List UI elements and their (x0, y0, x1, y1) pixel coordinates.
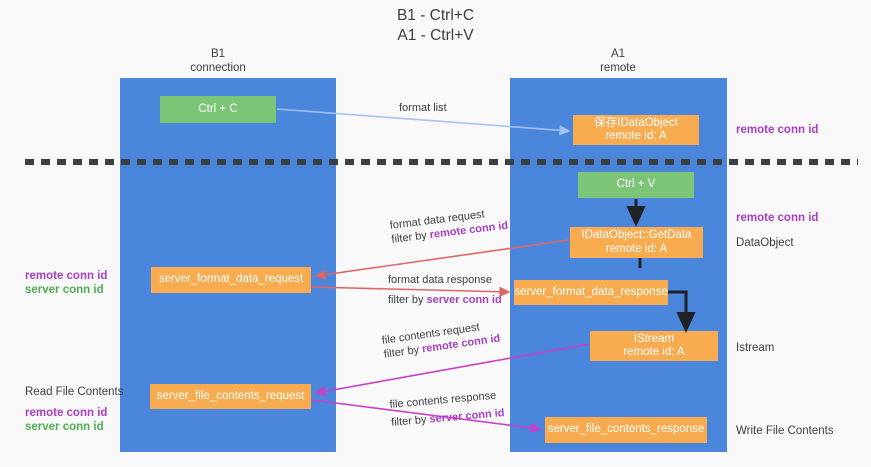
left-note-remote-conn-id-2: remote conn id (25, 407, 108, 419)
box-ctrl-c[interactable]: Ctrl + C (160, 96, 276, 123)
box-ctrl-v[interactable]: Ctrl + V (578, 172, 694, 198)
box-ctrl-v-label: Ctrl + V (616, 178, 656, 191)
box-ctrl-c-label: Ctrl + C (198, 102, 238, 115)
right-note-dataobject-label: DataObject (736, 237, 794, 249)
edge-label-format-data-request: format data request filter by remote con… (389, 205, 509, 247)
column-b1-title: B1 (210, 48, 226, 60)
right-note-remote-conn-id-mid: remote conn id (736, 211, 818, 225)
right-note-remote-conn-id-top: remote conn id (736, 123, 818, 137)
box-idataobject-getdata-label: IDataObject::GetData (581, 229, 692, 241)
edge-label-format-list: format list (399, 101, 447, 115)
box-server-file-contents-response-label: server_file_contents_response (547, 423, 705, 436)
box-server-format-data-response[interactable]: server_format_data_response (514, 280, 668, 305)
box-istream-id: remote id: A (623, 346, 685, 358)
right-note-istream: Istream (736, 341, 774, 355)
left-note-remote-conn-id: remote conn id (25, 270, 108, 282)
page-title: B1 - Ctrl+C A1 - Ctrl+V (0, 6, 871, 46)
left-note-read-file-contents-title: Read File Contents (25, 386, 124, 398)
left-note-read-file-contents: Read File Contents remote conn id server… (25, 385, 123, 434)
box-server-file-contents-response[interactable]: server_file_contents_response (545, 417, 707, 443)
edge-label-format-data-response-line1: format data response (388, 274, 492, 286)
left-note-server-conn-id-2: server conn id (25, 421, 104, 433)
box-server-format-data-response-label: server_format_data_response (514, 285, 668, 298)
right-note-istream-label: Istream (736, 342, 775, 354)
right-note-write-file-contents: Write File Contents (736, 424, 834, 438)
box-idataobject-remote-label: 保存IDataObject (594, 116, 678, 129)
box-server-file-contents-request[interactable]: server_file_contents_request (150, 384, 311, 409)
box-idataobject-remote[interactable]: 保存IDataObject remote id: A (573, 115, 699, 145)
box-istream-label: IStream (633, 332, 675, 345)
column-header-a1: A1 remote (558, 47, 678, 75)
edge-key-server-conn-id: server conn id (426, 294, 502, 306)
edge-label-format-list-line1: format list (399, 102, 447, 114)
box-server-format-data-request-label: server_format_data_request (158, 273, 304, 286)
column-b1-subtitle: connection (190, 62, 246, 74)
left-note-conn-ids: remote conn id server conn id (25, 269, 107, 297)
edge-label-file-contents-response: file contents response filter by server … (389, 388, 505, 430)
title-line-1: B1 - Ctrl+C (396, 7, 475, 24)
right-note-remote-conn-id-mid-label: remote conn id (736, 212, 819, 224)
edge-key-server-conn-id-2: server conn id (429, 407, 505, 426)
box-idataobject-getdata[interactable]: IDataObject::GetData remote id: A (570, 227, 703, 258)
edge-label-file-contents-request: file contents request filter by remote c… (381, 318, 501, 362)
box-istream[interactable]: IStream remote id: A (590, 331, 718, 361)
column-header-b1: B1 connection (158, 47, 278, 75)
right-note-dataobject: DataObject (736, 236, 794, 250)
right-note-write-file-contents-label: Write File Contents (736, 425, 834, 437)
column-a1-title: A1 (610, 48, 626, 60)
box-server-format-data-request[interactable]: server_format_data_request (151, 267, 311, 293)
box-server-file-contents-request-label: server_file_contents_request (156, 389, 305, 402)
edge-label-format-data-response: format data response filter by server co… (388, 273, 502, 307)
title-line-2: A1 - Ctrl+V (397, 27, 474, 44)
edge-label-format-data-response-line2: filter by server conn id (388, 294, 502, 306)
box-idataobject-getdata-id: remote id: A (605, 242, 668, 255)
right-note-remote-conn-id-top-label: remote conn id (736, 124, 819, 136)
box-idataobject-remote-id: remote id: A (605, 130, 667, 142)
column-a1-subtitle: remote (600, 62, 636, 74)
left-note-server-conn-id: server conn id (25, 284, 104, 296)
